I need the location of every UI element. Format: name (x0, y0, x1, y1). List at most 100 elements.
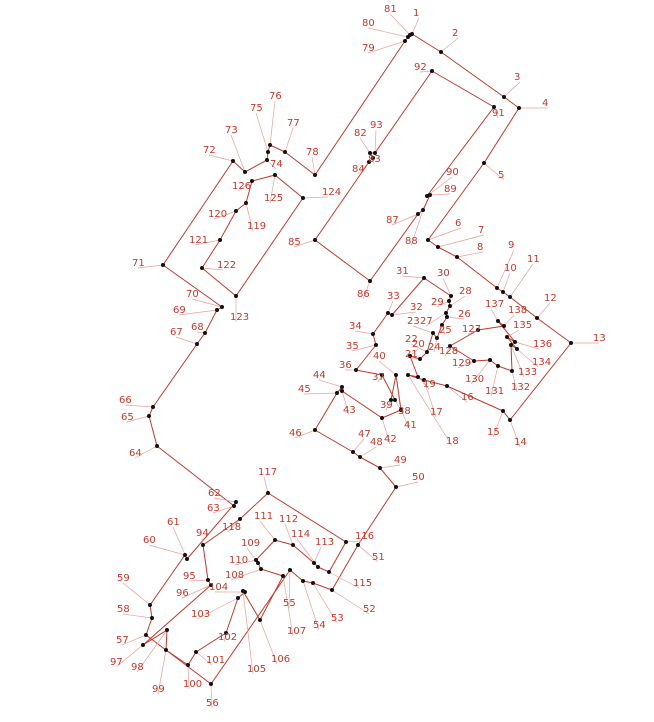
point-label-111: 111 (254, 511, 273, 522)
point-27 (444, 311, 448, 315)
leader-line-7 (437, 234, 485, 248)
point-30 (449, 294, 453, 298)
leader-line-113 (313, 546, 322, 564)
segment-94-95 (202, 544, 209, 581)
leader-line-133 (510, 344, 525, 378)
leader-line-40 (378, 360, 397, 376)
point-label-28: 28 (459, 286, 472, 297)
point-label-119: 119 (247, 221, 266, 232)
point-label-53: 53 (331, 613, 344, 624)
leader-line-67 (175, 336, 198, 345)
point-label-73: 73 (225, 125, 238, 136)
point-38 (393, 398, 397, 402)
leader-line-124 (302, 196, 329, 199)
point-label-125: 125 (264, 193, 283, 204)
point-7 (436, 245, 440, 249)
point-93 (373, 151, 377, 155)
point-label-58: 58 (117, 604, 130, 615)
point-label-129: 129 (452, 358, 471, 369)
point-53 (311, 581, 315, 585)
leader-line-28 (449, 295, 466, 307)
point-102 (224, 631, 228, 635)
point-43 (340, 389, 344, 393)
segment-127-128 (449, 329, 479, 347)
point-126 (250, 179, 254, 183)
point-34 (371, 332, 375, 336)
point-100 (186, 663, 190, 667)
point-label-42: 42 (384, 434, 397, 445)
segment-54-55 (289, 569, 304, 582)
point-label-70: 70 (186, 289, 199, 300)
segment-30-31 (423, 277, 452, 297)
point-label-71: 71 (132, 258, 145, 269)
point-label-41: 41 (404, 420, 417, 431)
segment-88-89 (422, 194, 431, 211)
point-label-135: 135 (513, 320, 532, 331)
point-56 (209, 682, 213, 686)
point-label-128: 128 (439, 346, 458, 357)
leader-line-6 (427, 227, 462, 241)
leader-line-62 (213, 497, 237, 503)
segment-46-47 (314, 429, 354, 453)
leader-line-100 (187, 664, 190, 690)
segment-119-120 (235, 202, 247, 212)
point-121 (218, 238, 222, 242)
point-94 (201, 543, 205, 547)
point-57 (144, 633, 148, 637)
segment-118-94 (202, 518, 241, 546)
point-label-123: 123 (230, 312, 249, 323)
point-138 (502, 324, 506, 328)
point-109 (256, 561, 260, 565)
point-label-1: 1 (413, 8, 419, 19)
segment-57-58 (145, 617, 153, 636)
label-leader-lines (115, 13, 599, 709)
point-label-78: 78 (306, 147, 319, 158)
point-label-12: 12 (544, 293, 557, 304)
point-18 (406, 373, 410, 377)
leader-line-29 (436, 300, 450, 308)
point-label-35: 35 (346, 341, 359, 352)
point-31 (422, 276, 426, 280)
point-label-136: 136 (533, 339, 552, 350)
point-41 (399, 408, 403, 412)
leader-line-88 (410, 209, 424, 247)
point-44 (340, 385, 344, 389)
point-55 (288, 568, 292, 572)
segment-33-34 (372, 312, 389, 335)
point-label-106: 106 (271, 654, 290, 665)
point-81 (408, 33, 412, 37)
point-74 (265, 158, 269, 162)
point-label-32: 32 (410, 302, 423, 313)
point-label-55: 55 (283, 598, 296, 609)
segment-35-36 (355, 344, 377, 371)
point-label-13: 13 (593, 333, 606, 344)
point-label-91: 91 (492, 108, 505, 119)
leader-line-50 (395, 481, 419, 488)
leader-line-79 (367, 40, 406, 54)
leader-line-47 (352, 438, 365, 453)
leader-line-22 (410, 343, 428, 353)
point-58 (150, 616, 154, 620)
segment-72-73 (232, 160, 246, 173)
leader-line-115 (328, 571, 360, 589)
point-15 (501, 409, 505, 413)
point-label-92: 92 (414, 62, 427, 73)
segment-77-78 (284, 151, 316, 176)
point-124 (301, 196, 305, 200)
segment-16-17 (423, 379, 448, 387)
point-96 (209, 583, 213, 587)
point-label-31: 31 (396, 266, 409, 277)
point-label-16: 16 (461, 392, 474, 403)
point-8 (455, 255, 459, 259)
segment-126-119 (245, 180, 253, 204)
leader-line-48 (359, 446, 377, 458)
point-label-117: 117 (258, 467, 277, 478)
segment-8-9 (456, 256, 498, 289)
point-101 (194, 650, 198, 654)
point-label-67: 67 (170, 327, 183, 338)
leader-line-98 (136, 629, 168, 673)
point-label-90: 90 (446, 167, 459, 178)
leader-line-11 (509, 263, 534, 298)
point-label-138: 138 (508, 305, 527, 316)
point-16 (445, 384, 449, 388)
